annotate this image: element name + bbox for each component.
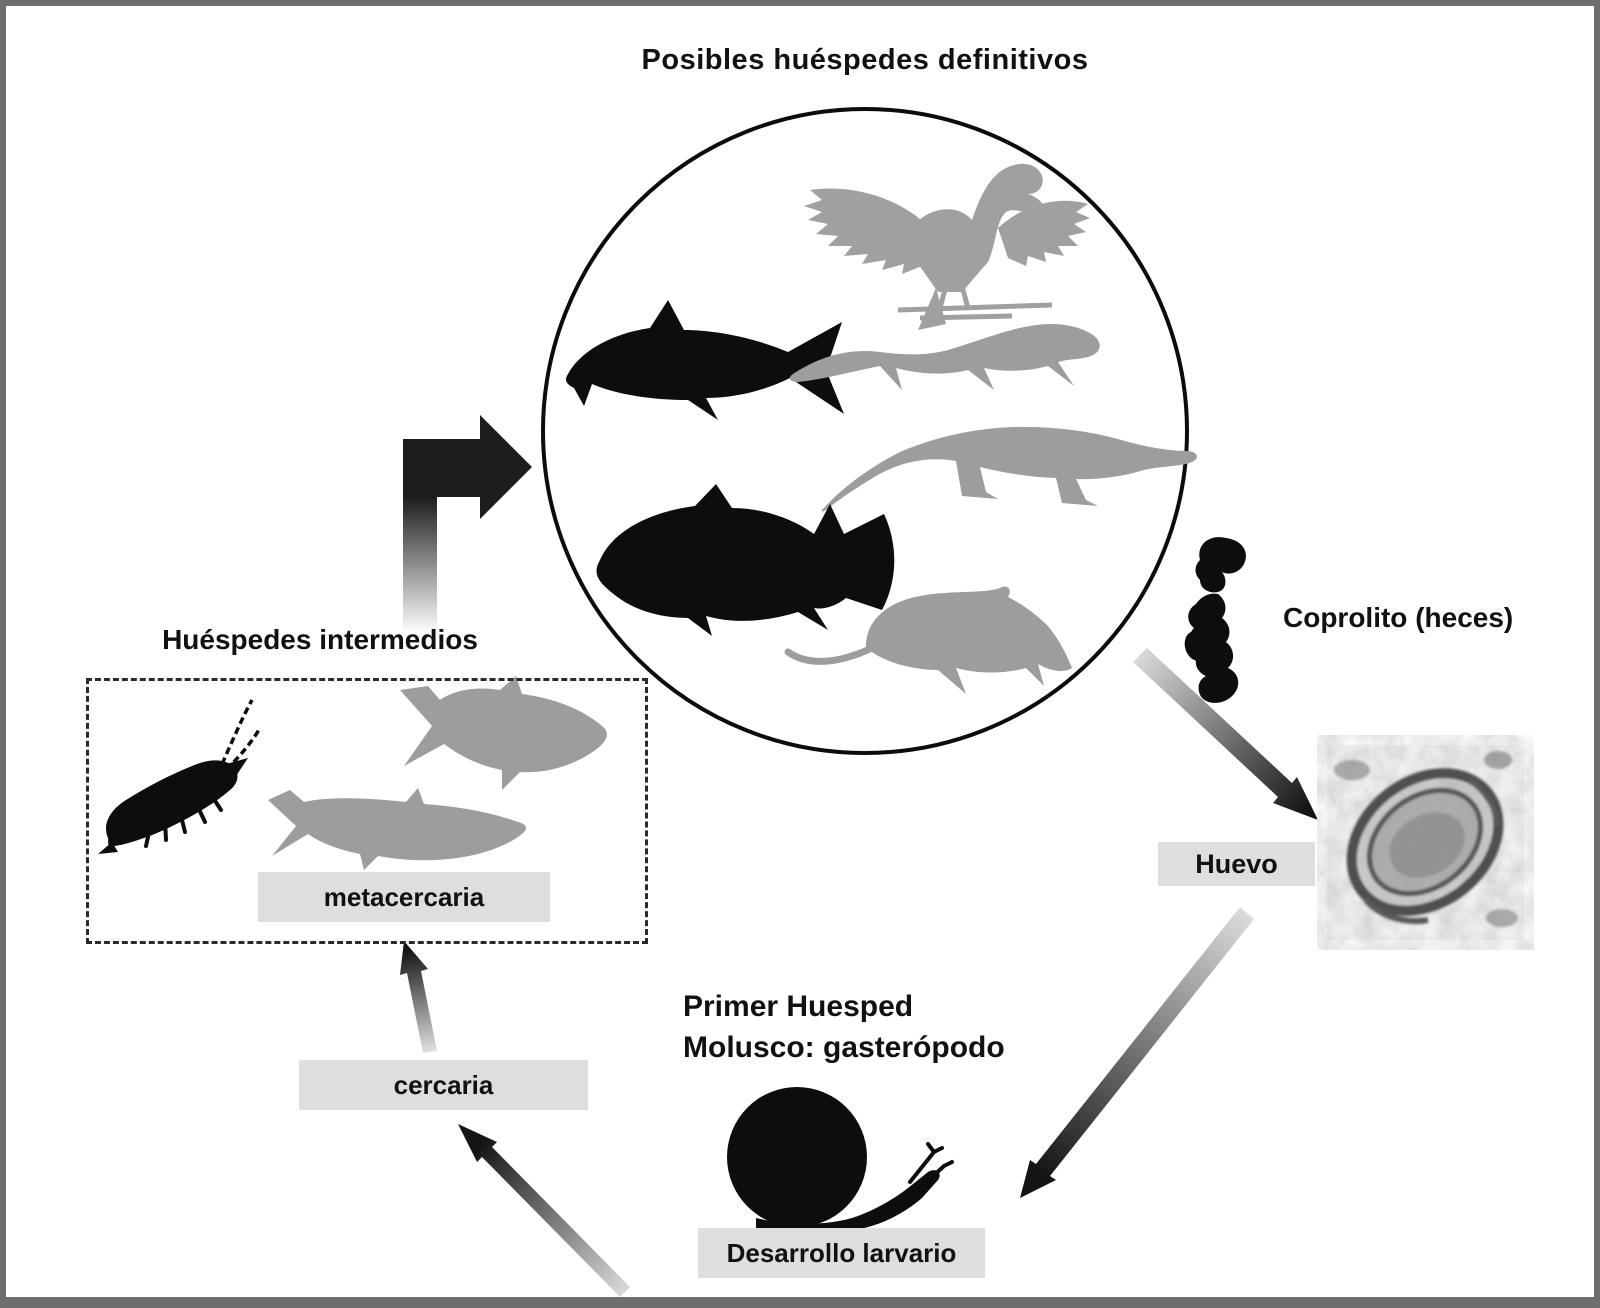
fish-dark-lower-icon [596, 484, 895, 636]
arrow-cercaria-to-metacercaria [400, 941, 437, 1053]
coprolite-label: Coprolito (heces) [1283, 602, 1514, 633]
crocodile-icon [821, 426, 1197, 512]
larval-development-label: Desarrollo larvario [698, 1228, 985, 1278]
cercaria-label: cercaria [299, 1060, 588, 1110]
egg-label: Huevo [1158, 842, 1315, 886]
fish-gray-bottom-icon [268, 788, 526, 870]
fish-gray-top-icon [400, 676, 607, 790]
first-host-label: Primer Huesped Molusco: gasterópodo [683, 986, 1043, 1068]
fish-dark-upper-icon [566, 300, 844, 420]
intermediate-hosts-box [86, 678, 648, 944]
metacercaria-label: metacercaria [258, 872, 550, 922]
arrow-intermediate-to-definitive [403, 415, 532, 632]
first-host-line2: Molusco: gasterópodo [683, 1031, 1005, 1064]
coprolite-icon [1184, 537, 1246, 703]
first-host-line1: Primer Huesped [683, 990, 914, 1023]
bird-icon [804, 163, 1090, 330]
intermediate-hosts-title: Huéspedes intermedios [162, 624, 478, 655]
arrow-larval-to-cercaria [458, 1124, 630, 1297]
rodent-icon [784, 586, 1072, 694]
snail-icon [727, 1087, 954, 1229]
egg-micrograph [1327, 745, 1524, 940]
diagram-title: Posibles huéspedes definitivos [641, 44, 1089, 76]
shrimp-icon [98, 699, 262, 854]
arrow-egg-to-snail [1020, 907, 1254, 1198]
lizard-icon [789, 324, 1100, 390]
arrow-definitive-to-egg [1133, 648, 1318, 820]
